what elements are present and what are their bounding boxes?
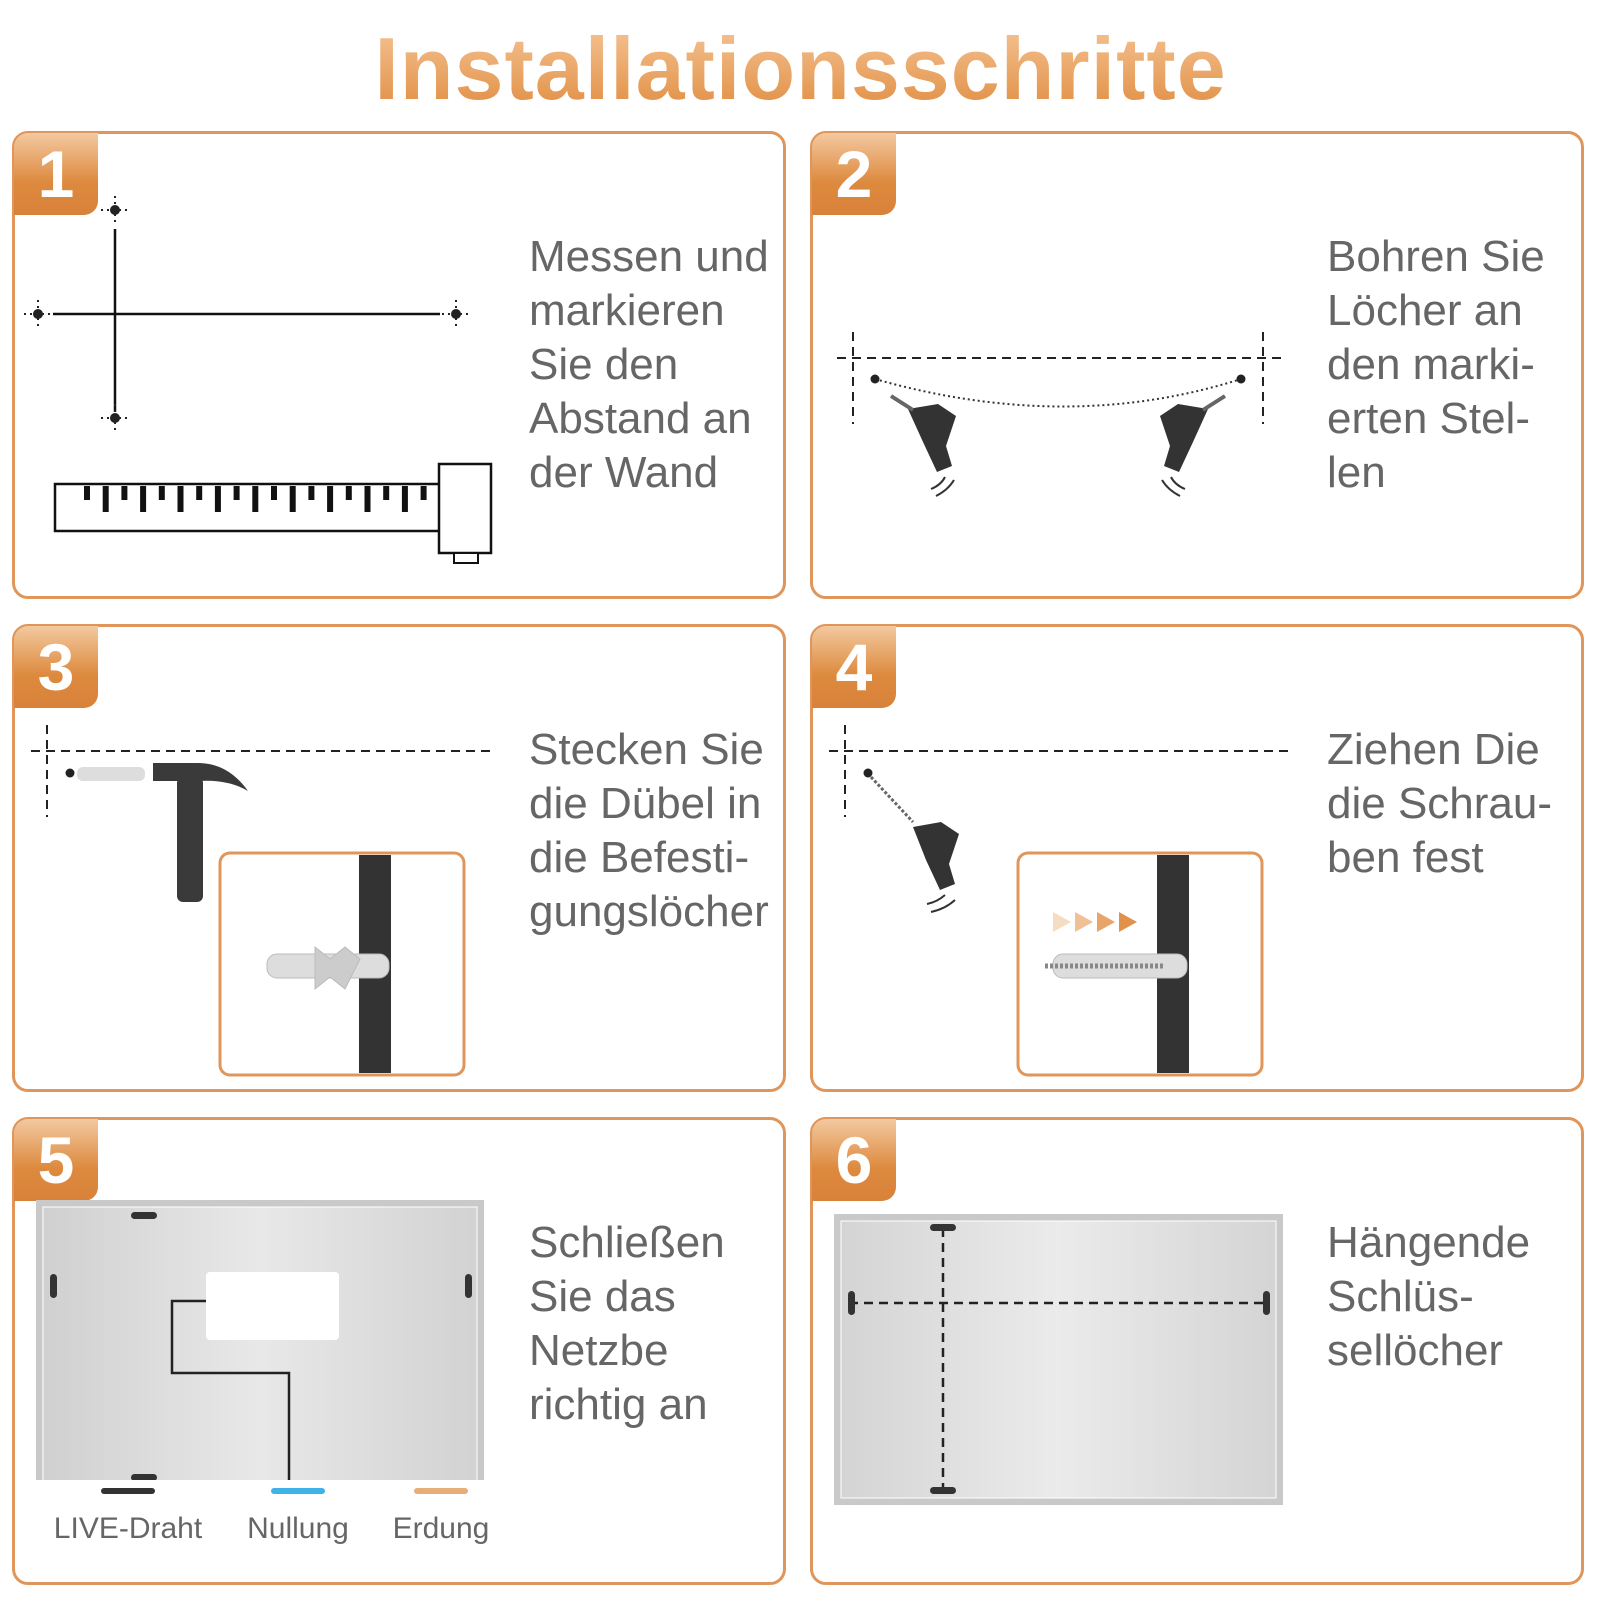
page-title: Installationsschritte bbox=[0, 18, 1601, 120]
ruler-tick bbox=[84, 486, 90, 500]
ruler-tick bbox=[383, 486, 390, 500]
ruler-tick bbox=[252, 486, 259, 512]
step-3-panel: 3 Stecken Sie die Dübel in die Befesti- … bbox=[12, 624, 786, 1092]
legend-swatch bbox=[414, 1488, 468, 1494]
step-1-panel: 1 Messen und markieren Sie den Abstand a… bbox=[12, 131, 786, 599]
step-text: Messen und markieren Sie den Abstand an … bbox=[529, 232, 769, 497]
legend-label: LIVE-Draht bbox=[53, 1512, 203, 1545]
ruler-tick bbox=[140, 486, 147, 512]
legend-item-live: LIVE-Draht bbox=[48, 1488, 208, 1546]
ruler-tick bbox=[327, 486, 334, 512]
ruler-tick bbox=[196, 486, 203, 500]
ruler-tick bbox=[158, 486, 165, 500]
drill-icon bbox=[1160, 394, 1227, 472]
ruler-tick bbox=[121, 486, 128, 500]
step-text: Hängende Schlüs- sellöcher bbox=[1327, 1218, 1531, 1375]
screw-illustration bbox=[829, 725, 1289, 1077]
arrows-icon bbox=[1053, 912, 1137, 932]
step-text: Ziehen Die die Schrau- ben fest bbox=[1327, 725, 1553, 882]
ruler-tick bbox=[233, 486, 240, 500]
anchor-hammer-illustration bbox=[31, 725, 491, 1077]
step-text: Schließen Sie das Netzbe richtig an bbox=[529, 1218, 725, 1429]
ruler-tick bbox=[289, 486, 296, 512]
step-2-panel: 2 Bohren Sie Löcher an den marki- erten … bbox=[810, 131, 1584, 599]
measure-illustration bbox=[24, 196, 493, 564]
step-number-badge: 4 bbox=[812, 626, 896, 708]
mirror-wiring-illustration bbox=[36, 1200, 484, 1480]
ruler-tick bbox=[177, 486, 184, 512]
keyhole-illustration bbox=[834, 1214, 1283, 1505]
step-6-panel: 6 Hängende Schlüs- sellöcher bbox=[810, 1117, 1584, 1585]
legend-swatch bbox=[271, 1488, 325, 1494]
legend-item-ground: Erdung bbox=[361, 1488, 521, 1546]
hammer-icon bbox=[153, 763, 248, 902]
step-number-badge: 3 bbox=[14, 626, 98, 708]
ruler-tick bbox=[102, 486, 109, 512]
legend-label: Erdung bbox=[392, 1512, 490, 1545]
legend-swatch bbox=[101, 1488, 155, 1494]
ruler-tick bbox=[364, 486, 371, 512]
step-4-panel: 4 Ziehen Die die Schrau- ben fest bbox=[810, 624, 1584, 1092]
legend-label: Nullung bbox=[247, 1512, 349, 1545]
legend-item-neutral: Nullung bbox=[218, 1488, 378, 1546]
drill-icon bbox=[889, 394, 956, 472]
step-5-panel: 5 LIVE-Draht Nullung Erdung Schließen Si… bbox=[12, 1117, 786, 1585]
step-number-badge: 5 bbox=[14, 1119, 98, 1201]
ruler-tick bbox=[271, 486, 277, 500]
ruler-tick bbox=[214, 486, 221, 512]
ruler-tick bbox=[308, 486, 315, 500]
wall-plug-icon bbox=[266, 945, 390, 991]
drill-illustration bbox=[837, 332, 1283, 497]
ruler-tick bbox=[401, 486, 408, 512]
ruler-tick bbox=[420, 486, 427, 500]
step-number-badge: 2 bbox=[812, 133, 896, 215]
step-number-badge: 6 bbox=[812, 1119, 896, 1201]
screwdriver-icon bbox=[913, 822, 959, 890]
step-number-badge: 1 bbox=[14, 133, 98, 215]
ruler-tick bbox=[345, 486, 352, 500]
step-text: Stecken Sie die Dübel in die Befesti- gu… bbox=[529, 725, 769, 936]
step-text: Bohren Sie Löcher an den marki- erten St… bbox=[1327, 232, 1545, 497]
